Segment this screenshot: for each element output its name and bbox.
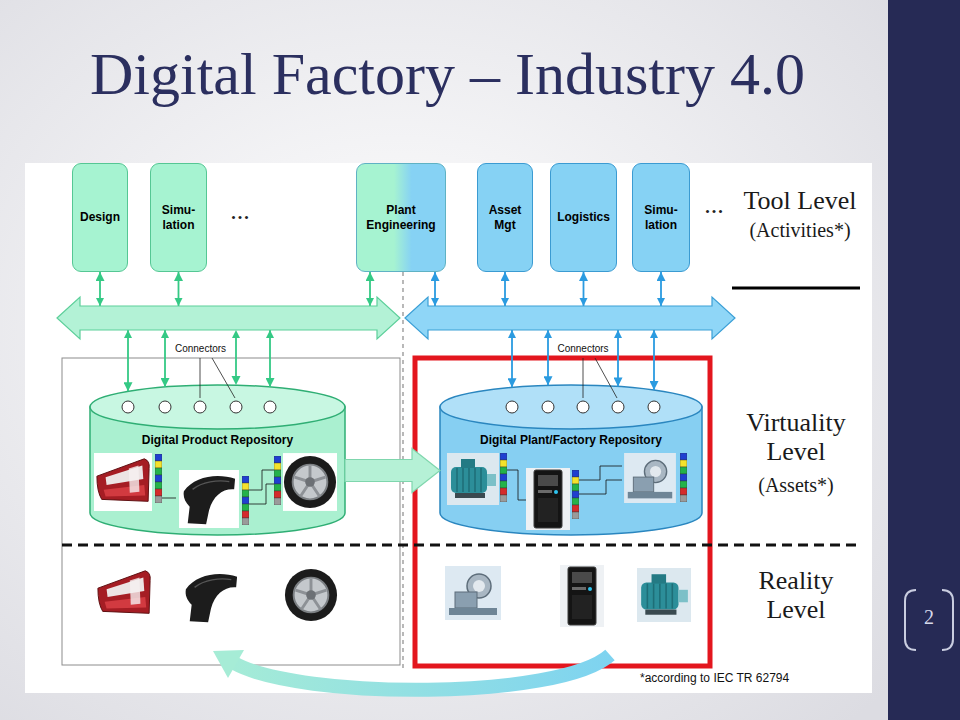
- slide-title: Digital Factory – Industry 4.0: [90, 38, 805, 110]
- repository-name: Digital Plant/Factory Repository: [440, 433, 702, 448]
- connector-port: [230, 401, 242, 413]
- level-divider: [732, 287, 860, 290]
- product-bus: [57, 297, 400, 339]
- return-arrow-head: [213, 650, 244, 678]
- tool-box: Simu- lation: [150, 163, 207, 272]
- label-holder: ...: [230, 196, 250, 226]
- transfer-arrow: [345, 449, 440, 493]
- level-label: Tool Level: [744, 186, 857, 216]
- level-note: (Assets*): [758, 474, 834, 497]
- plant-asset-image: [624, 453, 676, 503]
- plant-asset-photo: [445, 566, 501, 620]
- connector-port: [612, 401, 624, 413]
- data-link: [579, 466, 622, 480]
- repository-name: Digital Product Repository: [90, 433, 345, 448]
- bus-connector: [654, 272, 661, 390]
- page-bracket: [942, 590, 953, 650]
- data-strip: [242, 476, 249, 525]
- connector-port: [648, 401, 660, 413]
- tool-box: Asset Mgt: [477, 163, 533, 272]
- product-photo: [95, 565, 153, 623]
- page-number: 2: [924, 606, 934, 629]
- product-image: [283, 453, 337, 511]
- bus-arrow-heads: [96, 298, 665, 338]
- tool-box: Simu- lation: [632, 163, 690, 272]
- product-photo: [284, 566, 338, 624]
- connector-port: [577, 401, 589, 413]
- diagram-panel: [25, 163, 872, 693]
- data-strip: [572, 470, 579, 519]
- return-arrow: [234, 655, 610, 690]
- data-strip: [680, 453, 687, 502]
- plant-asset-image: [447, 453, 499, 505]
- page-bracket: [905, 590, 916, 650]
- label-holder: 2: [924, 606, 934, 629]
- connector-port: [159, 401, 171, 413]
- connector-label: Connectors: [175, 343, 226, 355]
- product-image: [94, 453, 152, 511]
- leader-line: [200, 358, 201, 398]
- ellipsis: ...: [230, 196, 250, 226]
- level-label: Reality Level: [736, 566, 856, 624]
- data-strip: [155, 454, 162, 503]
- tool-name: Logistics: [557, 210, 610, 225]
- label-holder: Connectors: [557, 343, 608, 355]
- tool-box: Logistics: [550, 163, 617, 272]
- label-holder: Virtuality Level: [734, 408, 858, 466]
- tool-name: Simu- lation: [156, 203, 201, 233]
- tool-name: Plant Engineering: [362, 203, 440, 233]
- data-strip: [274, 456, 281, 505]
- leader-line: [212, 358, 235, 398]
- bus-connector: [100, 272, 128, 391]
- label-holder: (Activities*): [749, 219, 850, 242]
- connector-port: [194, 401, 206, 413]
- product-image: [179, 470, 239, 528]
- tool-name: Simu- lation: [638, 203, 684, 233]
- cylinder-top: [90, 385, 345, 429]
- plant-asset-photo: [560, 565, 604, 627]
- connector-port: [506, 401, 518, 413]
- label-holder: Tool Level: [744, 186, 857, 216]
- cylinder-top: [440, 385, 702, 429]
- connector-port: [264, 401, 276, 413]
- product-area: [62, 358, 400, 665]
- level-note: (Activities*): [749, 219, 850, 242]
- label-holder: Connectors: [175, 343, 226, 355]
- data-link: [507, 470, 526, 500]
- product-photo: [181, 568, 241, 626]
- tool-name: Asset Mgt: [483, 203, 527, 233]
- connector-label: Connectors: [557, 343, 608, 355]
- tool-box: Plant Engineering: [356, 163, 446, 272]
- plant-area: [415, 358, 710, 666]
- plant-asset-photo: [637, 568, 691, 622]
- connector-port: [122, 401, 134, 413]
- label-holder: (Assets*): [758, 474, 834, 497]
- data-strip: [500, 453, 507, 502]
- label-holder: *according to IEC TR 62794: [640, 672, 789, 686]
- data-link: [249, 484, 274, 504]
- plant-bus: [405, 297, 735, 339]
- tool-name: Design: [80, 210, 120, 225]
- plant-asset-image: [526, 468, 570, 530]
- connector-port: [542, 401, 554, 413]
- ellipsis: ...: [704, 190, 724, 220]
- leader-line: [595, 358, 617, 398]
- footnote: *according to IEC TR 62794: [640, 672, 789, 686]
- level-label: Virtuality Level: [734, 408, 858, 466]
- title-holder: Digital Factory – Industry 4.0: [90, 38, 805, 110]
- level-divider-dashed: [62, 544, 858, 547]
- arrow-head: [232, 376, 241, 385]
- label-holder: ...: [704, 190, 724, 220]
- connector-wire: [235, 338, 237, 378]
- label-holder: Reality Level: [736, 566, 856, 624]
- data-link: [579, 480, 622, 494]
- side-band: [888, 0, 960, 720]
- data-link: [249, 470, 274, 490]
- data-link: [162, 498, 176, 499]
- slide-background: [0, 0, 888, 720]
- leader-line: [583, 358, 584, 398]
- tool-box: Design: [72, 163, 128, 272]
